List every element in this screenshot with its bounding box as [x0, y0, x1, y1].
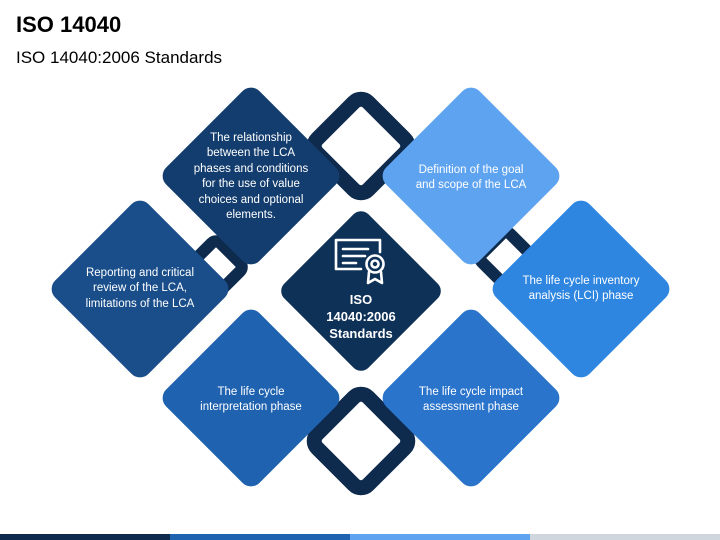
node-inventory	[492, 200, 670, 378]
center-label: ISO 14040:2006 Standards	[326, 291, 396, 341]
node-relationship	[162, 87, 340, 265]
footer-bar	[0, 534, 720, 540]
certificate-icon	[334, 238, 385, 285]
node-goal-scope	[382, 87, 560, 265]
node-label-reporting: Reporting and critical review of the LCA…	[85, 266, 195, 310]
node-interpretation	[162, 309, 340, 487]
node-label-inventory: The life cycle inventory analysis (LCI) …	[522, 274, 640, 303]
node-label-impact: The life cycle impact assessment phase	[418, 385, 524, 414]
node-label-interpretation: The life cycle interpretation phase	[200, 385, 302, 414]
node-label-relationship: The relationship between the LCA phases …	[193, 131, 309, 222]
node-center	[278, 208, 444, 374]
node-label-goal-scope: Definition of the goal and scope of the …	[415, 163, 527, 192]
page-subtitle: ISO 14040:2006 Standards	[16, 48, 223, 67]
page-title: ISO 14040	[16, 12, 122, 37]
node-impact	[382, 309, 560, 487]
connector-bottom	[306, 386, 416, 496]
node-reporting	[51, 200, 229, 378]
